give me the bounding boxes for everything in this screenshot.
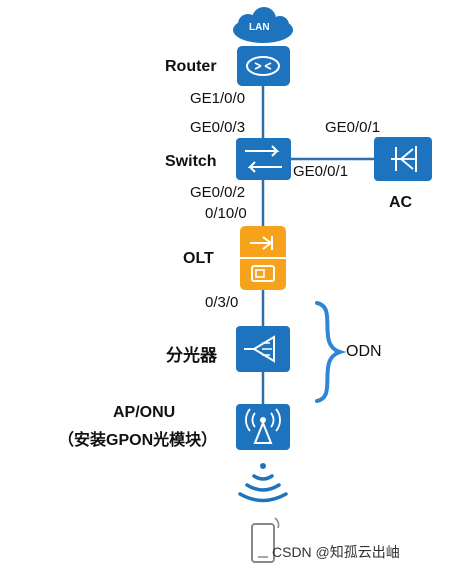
wifi-signal-icon: [238, 463, 288, 503]
odn-label: ODN: [346, 343, 382, 360]
ac-label: AC: [389, 194, 413, 211]
port-label-ac-ge001: GE0/0/1: [325, 119, 381, 136]
splitter-label: 分光器: [166, 346, 217, 365]
watermark: CSDN @知孤云出岫: [272, 544, 400, 560]
optical-splitter-icon: [236, 326, 290, 372]
router-icon: [237, 46, 290, 86]
router-label: Router: [165, 58, 217, 75]
port-label-olt-0100: 0/10/0: [205, 205, 247, 222]
lan-label: LAN: [249, 22, 270, 33]
port-label-switch-ge001: GE0/0/1: [293, 163, 349, 180]
odn-brace: [315, 301, 347, 403]
ap-onu-icon: [236, 404, 290, 450]
phone-icon: [251, 517, 280, 563]
olt-label: OLT: [183, 250, 214, 267]
port-label-router-ge100: GE1/0/0: [190, 90, 246, 107]
port-label-switch-ge002: GE0/0/2: [190, 184, 246, 201]
ap-onu-label: AP/ONU: [113, 404, 176, 421]
ac-controller-icon: [374, 137, 432, 181]
port-label-olt-030: 0/3/0: [205, 294, 239, 311]
lan-cloud-icon: [233, 7, 293, 43]
port-label-switch-ge003: GE0/0/3: [190, 119, 246, 136]
switch-icon: [236, 138, 291, 180]
olt-icon: [240, 226, 286, 290]
switch-label: Switch: [165, 153, 217, 170]
ap-onu-sublabel: （安装GPON光模块）: [58, 432, 218, 449]
